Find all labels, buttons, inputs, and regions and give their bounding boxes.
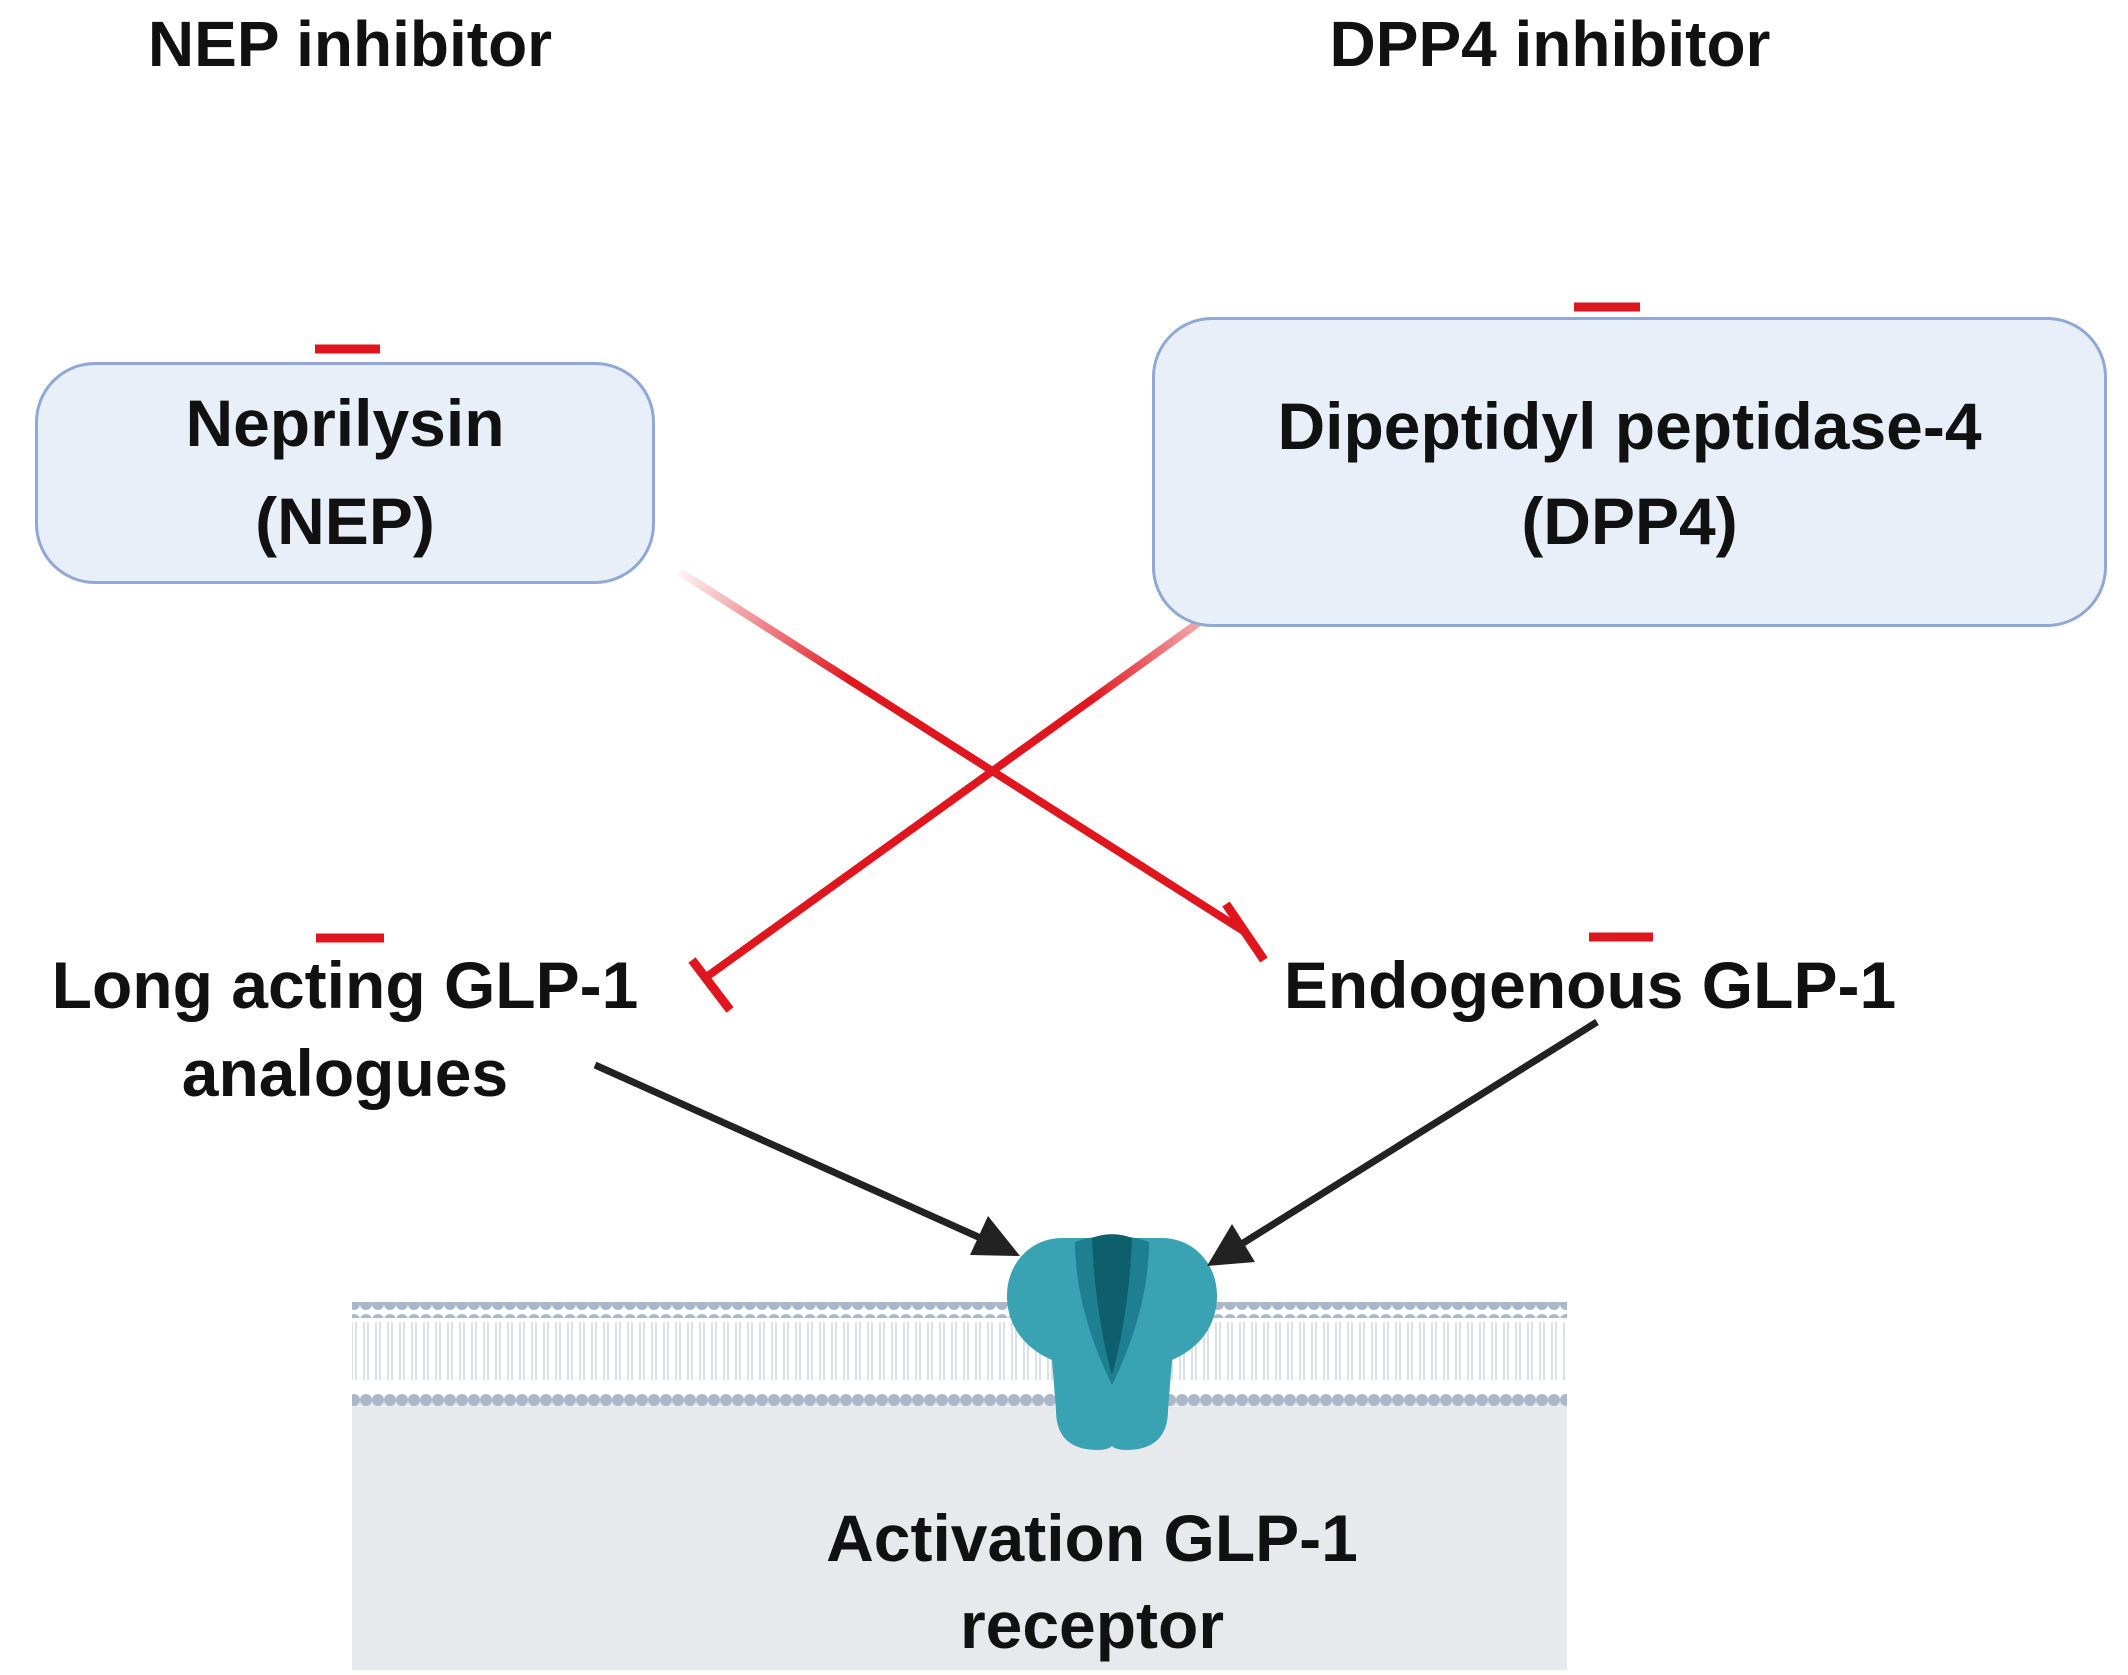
cell-interior — [352, 1400, 1567, 1670]
endogenous-activates-receptor-arrow — [1207, 1019, 1599, 1266]
nep-inhibitor-label: NEP inhibitor — [147, 8, 553, 80]
analogues-activate-receptor-arrow — [593, 1061, 1020, 1256]
nep-inhibits-endogenous — [677, 568, 1268, 963]
dpp4-abbrev: (DPP4) — [1521, 484, 1738, 558]
dpp4-box — [1152, 317, 2107, 627]
receptor-label-line1: Activation GLP-1 — [826, 1501, 1358, 1575]
cell-membrane — [352, 1302, 1567, 1406]
dpp4-name: Dipeptidyl peptidase-4 — [1277, 389, 1982, 463]
nep-abbrev: (NEP) — [255, 484, 435, 558]
nep-box — [35, 362, 655, 584]
receptor-label-line2: receptor — [959, 1588, 1225, 1662]
analogues-label-line2: analogues — [181, 1036, 509, 1110]
dpp4-inhibitor-label: DPP4 inhibitor — [1329, 8, 1771, 80]
dpp4-inhibits-endogenous — [1589, 590, 1653, 942]
analogues-label-line1: Long acting GLP-1 — [51, 948, 639, 1022]
glp1-receptor-icon — [1007, 1234, 1217, 1450]
dpp4-inhibits-analogues — [688, 578, 1258, 1013]
nep-name: Neprilysin — [185, 386, 505, 460]
dpp4-inhibitor-inhibits-dpp4 — [1574, 60, 1640, 312]
endogenous-label: Endogenous GLP-1 — [1283, 948, 1897, 1022]
nep-inhibitor-inhibits-nep — [315, 85, 380, 354]
nep-inhibits-analogues — [316, 595, 384, 943]
